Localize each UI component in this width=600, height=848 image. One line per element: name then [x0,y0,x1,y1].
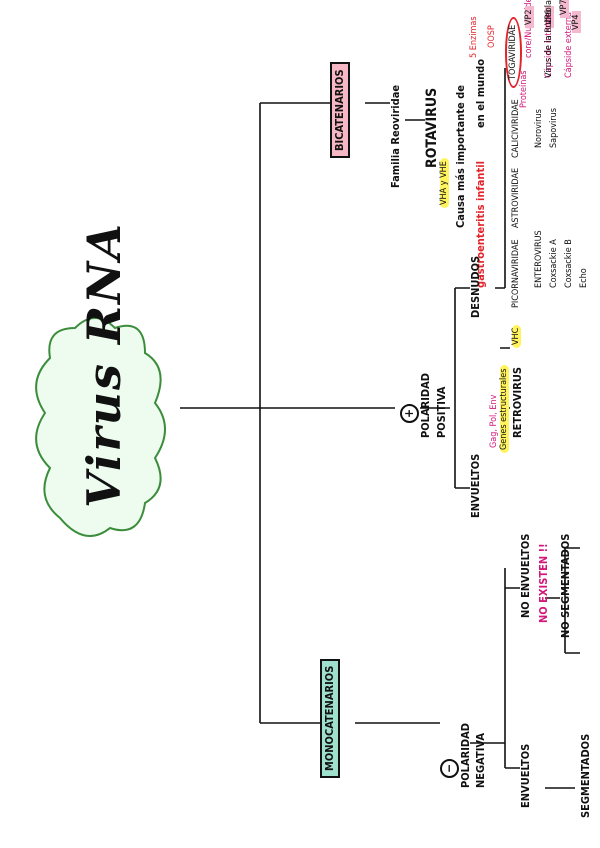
enzimas-label: 5 Enzimas [469,16,479,58]
negativa-lines [355,547,580,789]
pos-envueltos: ENVUELTOS [469,453,482,518]
page-title: Virus RNA [77,222,131,508]
causa-prefix: Causa más importante de [454,85,467,228]
vp7-label: VP7 [559,0,570,18]
polaridad-negativa-2: NEGATIVA [474,733,487,788]
positiva-sign: + [400,404,419,423]
enterovirus-label: ENTEROVIRUS [534,230,544,288]
neg-no-envueltos: NO ENVUELTOS [519,533,532,618]
picornaviridae-label: PICORNAVIRIDAE [511,239,521,308]
pos-desnudos: DESNUDOS [469,255,482,318]
segmentados-label: SEGMENTADOS [579,733,592,818]
no-segmentados-label: NO SEGMENTADOS [559,533,572,638]
causa-suffix: en el mundo [474,58,487,128]
trunk-line [180,102,330,724]
polaridad-negativa-1: POLARIDAD [459,722,472,788]
coxsackie-b-label: Coxsackie B [564,239,574,288]
neg-envueltos: ENVUELTOS [519,743,532,808]
retrovirus-label: RETROVIRUS [511,367,524,438]
minus-icon: − [440,759,459,778]
bicatenarios-lines [365,102,425,121]
vp4-label: VP4 [571,11,582,33]
coxsackie-a-label: Coxsackie A [549,239,559,288]
vha-vhe-label: VHA y VHE [439,158,450,208]
oosp-label: OOSP [487,25,497,48]
caliciviridae-label: CALICIVIRIDAE [511,99,521,158]
vhc-label: VHC [511,324,522,348]
rotavirus-label: ROTAVIRUS [424,87,440,168]
polaridad-positiva-1: POLARIDAD [419,372,432,438]
negativa-sign: − [440,759,459,778]
virus-rubeola-label: Virus de la Rubeola [544,0,554,78]
polaridad-positiva-2: POSITIVA [435,386,448,438]
familia-label: Familia Reoviridae [389,84,402,188]
monocatenarios-box: MONOCATENARIOS [320,658,340,778]
plus-icon: + [400,404,419,423]
echo-label: Echo [579,268,589,288]
vp2-label: VP2 [524,6,535,28]
title-cloud [35,317,166,537]
astroviridae-label: ASTROVIRIDAE [511,167,521,228]
bicatenarios-box: BICATENARIOS [330,62,350,158]
sapovirus-label: Sapovirus [549,108,559,148]
no-existen: NO EXISTEN !! [537,543,550,623]
norovirus-label: Norovirus [534,109,544,148]
genes-label: Genes estructurales [499,365,510,453]
